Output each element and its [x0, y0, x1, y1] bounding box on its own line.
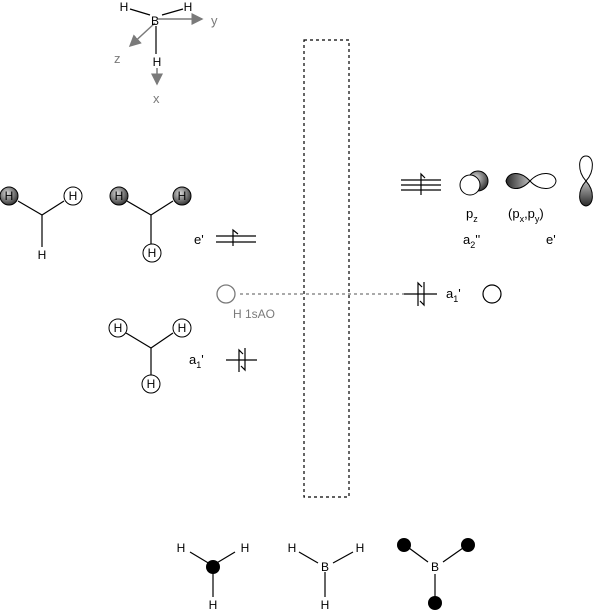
h3-salc-a1-prime: H H H: [108, 318, 192, 394]
h-label: H: [115, 189, 124, 203]
px-py-label: (px,py): [508, 206, 544, 224]
h-orbital-shaded: [172, 186, 192, 206]
h-orbital-shaded: [109, 186, 129, 206]
h-label: H: [38, 248, 47, 262]
y-axis-label: y: [211, 13, 218, 28]
bonding-region-box: [303, 39, 350, 498]
bottom-structure-filled-center: H H H: [177, 541, 250, 612]
h-label: H: [241, 541, 250, 555]
hydrogen-label-left: H: [120, 0, 129, 14]
bond-b-h2: [161, 8, 184, 16]
h-label: H: [178, 189, 187, 203]
px-orbital: [505, 173, 557, 189]
level-a1-prime-right: a1': [404, 281, 502, 307]
h3-salc-e-prime-a: H H H: [0, 186, 83, 262]
hydrogen-label-right: H: [184, 0, 193, 14]
electron-up-arrow: [238, 348, 244, 372]
hydrogen-label-bottom: H: [153, 55, 162, 69]
boron-label: B: [151, 14, 159, 28]
level-e-prime-left: e': [194, 228, 256, 247]
a1-prime-label-right: a1': [446, 286, 461, 304]
pz-orbital: [459, 170, 489, 196]
level-a1-prime-left: a1': [189, 348, 257, 372]
electron-up-arrow: [420, 172, 426, 195]
pz-label: pz: [466, 206, 478, 224]
electron-up-arrow: [232, 228, 239, 246]
b-label: B: [321, 560, 329, 574]
center-atom-dot: [206, 560, 220, 574]
h-1s-orbital: [216, 284, 236, 304]
h-orbital-open: [142, 243, 162, 263]
electron-down-arrow: [419, 282, 425, 307]
bottom-structure-b-filled-ligands: B: [397, 538, 475, 610]
z-axis-label: z: [114, 51, 121, 66]
h-label: H: [147, 377, 156, 391]
h-orbital-open: [108, 318, 128, 338]
e-prime-label-right: e': [546, 232, 556, 247]
bond-b-h1: [129, 8, 151, 16]
e-prime-label-left: e': [194, 232, 204, 247]
a2-double-prime-label: a2'': [463, 232, 480, 250]
a1-prime-label-left: a1': [189, 352, 204, 370]
boron-2s-orbital: [482, 284, 502, 304]
h-label: H: [178, 321, 187, 335]
ligand-dot: [461, 538, 475, 552]
electron-up-arrow: [417, 281, 423, 306]
h-orbital-open: [141, 374, 161, 394]
bottom-structure-bh3: B H H H: [288, 541, 365, 612]
h3-salc-e-prime-b: H H H: [109, 186, 192, 263]
level-boron-2p: [401, 172, 441, 195]
h-label: H: [356, 541, 365, 555]
h-label: H: [288, 541, 297, 555]
h-1s-ao: H 1sAO: [216, 284, 404, 321]
h-orbital-shaded: [0, 186, 19, 206]
h-label: H: [209, 598, 218, 612]
h-label: H: [177, 541, 186, 555]
electron-down-arrow: [240, 348, 246, 372]
x-axis-label: x: [153, 91, 160, 106]
z-axis-arrow: [128, 22, 156, 48]
h-label: H: [69, 189, 78, 203]
coordinate-frame: B H H H y z x: [114, 0, 218, 106]
ligand-dot: [397, 538, 411, 552]
h-label: H: [321, 598, 330, 612]
h-label: H: [5, 189, 14, 203]
h-label: H: [114, 321, 123, 335]
h-1s-ao-label: H 1sAO: [233, 307, 275, 321]
b-label: B: [431, 560, 439, 574]
py-orbital: [579, 155, 593, 207]
h-label: H: [148, 246, 157, 260]
ligand-dot: [428, 596, 442, 610]
h-orbital-open: [63, 186, 83, 206]
h-orbital-open: [172, 318, 192, 338]
